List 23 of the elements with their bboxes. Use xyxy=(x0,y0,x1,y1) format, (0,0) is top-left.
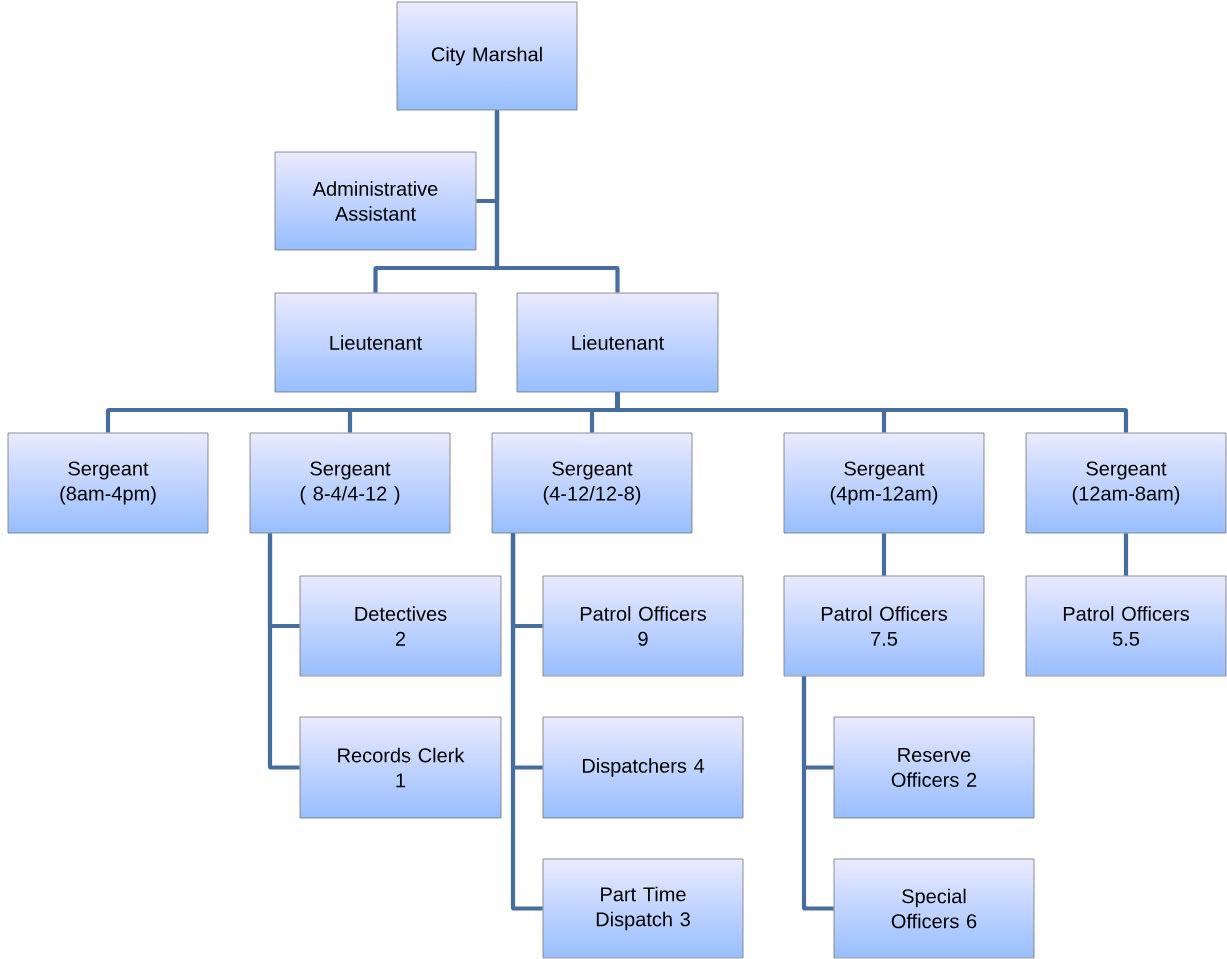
connector xyxy=(881,533,887,576)
org-box: City Marshal xyxy=(396,1,578,111)
org-box: Sergeant (4-12/12-8) xyxy=(491,432,693,534)
org-box: Sergeant ( 8-4/4-12 ) xyxy=(249,432,451,534)
org-box: Administrative Assistant xyxy=(274,151,477,251)
org-box: Reserve Officers 2 xyxy=(833,716,1035,819)
org-box: Lieutenant xyxy=(274,292,477,393)
org-box: Special Officers 6 xyxy=(833,858,1035,959)
connector xyxy=(1123,533,1129,576)
org-box: Lieutenant xyxy=(516,292,719,393)
org-box: Patrol Officers 7.5 xyxy=(783,575,985,677)
org-box: Records Clerk 1 xyxy=(299,716,502,819)
org-box: Sergeant (4pm-12am) xyxy=(783,432,985,534)
org-box: Patrol Officers 9 xyxy=(542,575,744,677)
org-box: Patrol Officers 5.5 xyxy=(1025,575,1227,677)
org-box: Sergeant (12am-8am) xyxy=(1025,432,1227,534)
connector xyxy=(267,533,300,770)
org-box: Sergeant (8am-4pm) xyxy=(7,432,209,534)
org-box: Detectives 2 xyxy=(299,575,502,677)
org-box: Dispatchers 4 xyxy=(542,716,744,819)
connector xyxy=(510,533,543,911)
org-box: Part Time Dispatch 3 xyxy=(542,858,744,959)
connector xyxy=(801,676,834,911)
